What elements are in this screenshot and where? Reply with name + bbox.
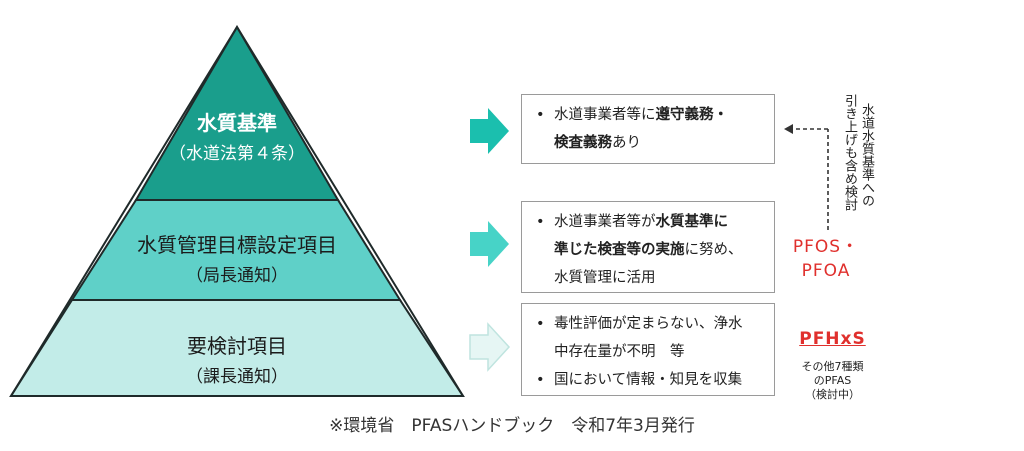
source-caption: ※環境省 PFASハンドブック 令和7年3月発行 — [329, 416, 695, 436]
tier-3-subtitle: （課長通知） — [186, 367, 288, 387]
tier-1-title: 水質基準 — [197, 111, 277, 135]
tier-3-title: 要検討項目 — [187, 334, 287, 358]
pfhxs-label: PFHxS — [799, 329, 866, 349]
connector-arrowhead — [784, 124, 793, 134]
info-box-water-quality-standard: 水道事業者等に遵守義務・ 検査義務あり — [521, 94, 775, 164]
tier-1-subtitle: （水道法第４条） — [169, 144, 305, 164]
box-3-bullet-2: 国において情報・知見を収集 — [532, 366, 764, 394]
vertical-note-col-1: 水道水質基準への — [859, 103, 874, 207]
tier-3-label-group: 要検討項目 （課長通知） — [87, 333, 387, 389]
tier-2-title: 水質管理目標設定項目 — [137, 233, 337, 257]
arrow-to-box-2 — [470, 221, 509, 267]
info-box-items-under-review: 毒性評価が定まらない、浄水 中存在量が不明 等 国において情報・知見を収集 — [521, 303, 775, 396]
tier-2-label-group: 水質管理目標設定項目 （局長通知） — [87, 232, 387, 288]
vertical-note-col-2: 引き上げも含め検討 — [842, 94, 857, 211]
other-pfas-note: その他7種類 のPFAS （検討中） — [801, 360, 864, 401]
arrow-to-box-1 — [470, 108, 509, 154]
box-3-bullet-1: 毒性評価が定まらない、浄水 中存在量が不明 等 — [532, 310, 764, 366]
arrow-to-box-3 — [469, 322, 511, 372]
tier-2-subtitle: （局長通知） — [186, 266, 288, 286]
box-2-bullet: 水道事業者等が水質基準に 準じた検査等の実施に努め、 水質管理に活用 — [532, 208, 764, 292]
info-box-management-target: 水道事業者等が水質基準に 準じた検査等の実施に努め、 水質管理に活用 — [521, 201, 775, 293]
box-1-bullet: 水道事業者等に遵守義務・ 検査義務あり — [532, 101, 764, 157]
pfos-pfoa-label: PFOS・ PFOA — [792, 237, 860, 281]
tier-1-label-group: 水質基準 （水道法第４条） — [87, 110, 387, 166]
